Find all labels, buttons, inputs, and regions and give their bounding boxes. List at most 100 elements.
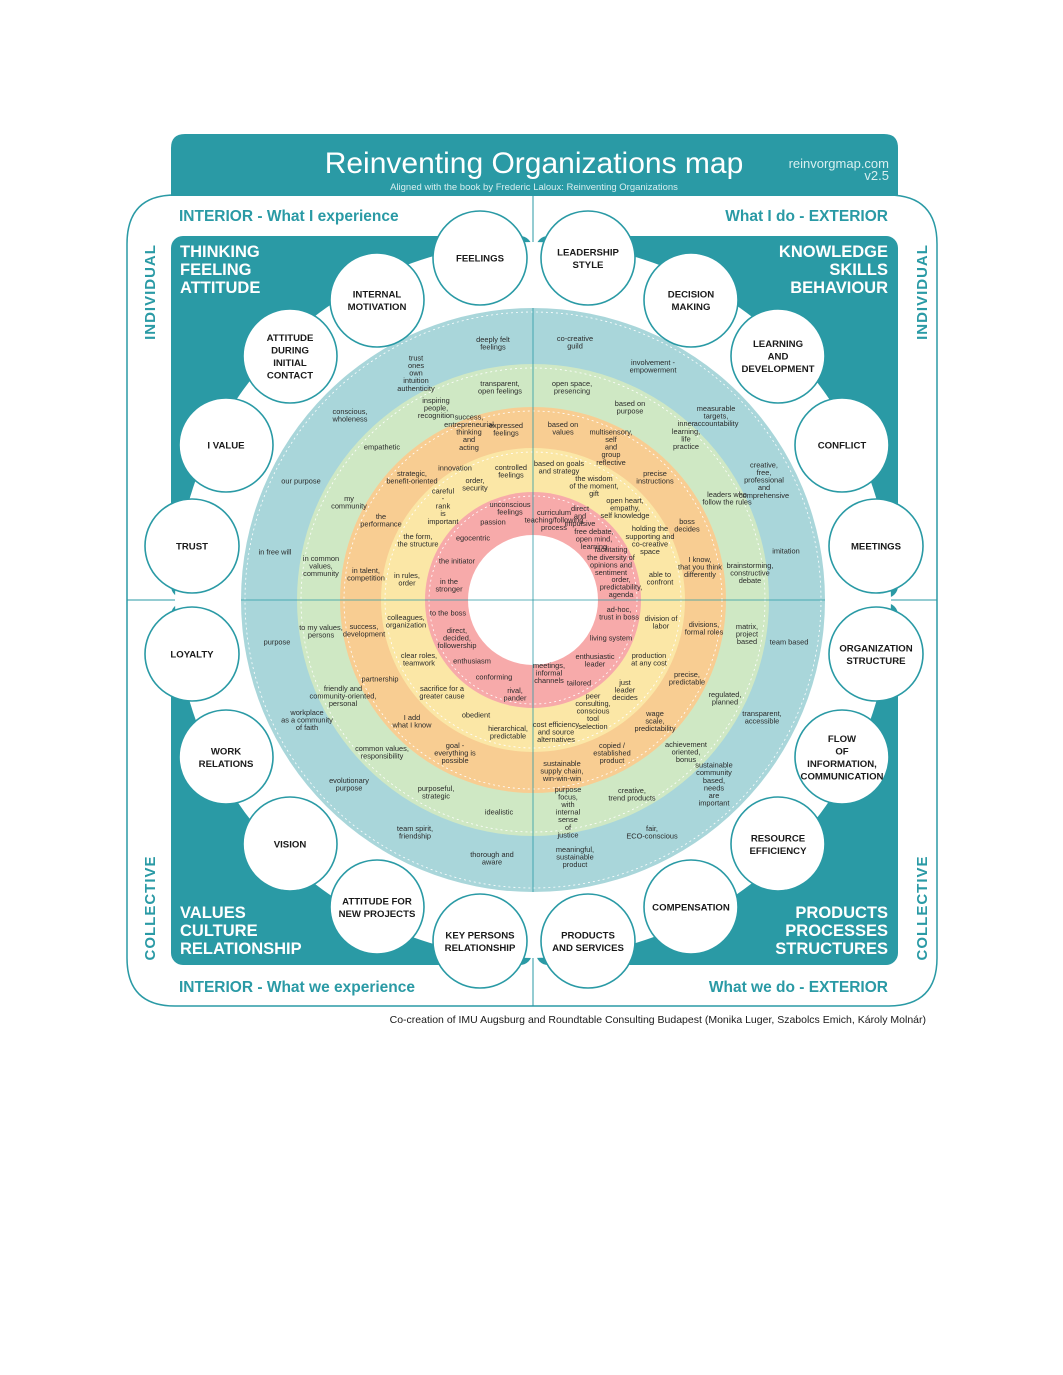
ring-label-line: of the moment, xyxy=(569,482,618,491)
ring-label-line: accountability xyxy=(694,419,739,428)
ring-label-line: copied / xyxy=(599,741,626,750)
category-circle-shape[interactable] xyxy=(794,709,890,805)
category-circle[interactable]: LOYALTY xyxy=(144,606,240,702)
ring-label-line: idealistic xyxy=(485,808,514,817)
category-circle[interactable]: MEETINGS xyxy=(828,498,924,594)
category-circle[interactable]: COMPENSATION xyxy=(643,859,739,955)
ring-label-line: the form, xyxy=(403,532,432,541)
ring-label: purposeful,strategic xyxy=(418,784,455,801)
category-circle-shape[interactable] xyxy=(178,397,274,493)
category-circle-shape[interactable] xyxy=(828,606,924,702)
category-circle-shape[interactable] xyxy=(329,252,425,348)
ring-label-line: justice xyxy=(557,830,579,839)
ring-label: ad-hoc,trust in boss xyxy=(599,605,639,622)
category-circle-shape[interactable] xyxy=(242,308,338,404)
category-circle-shape[interactable] xyxy=(242,796,338,892)
ring-label-line: community xyxy=(696,768,732,777)
ring-label-line: gift xyxy=(589,489,599,498)
ring-label-line: sustainable xyxy=(695,761,732,770)
category-circle-shape[interactable] xyxy=(643,859,739,955)
ring-label: the initiator xyxy=(439,557,476,566)
quadrant-label-line: ATTITUDE xyxy=(180,279,260,297)
category-label: ATTITUDE FOR xyxy=(342,896,412,907)
category-circle[interactable]: CONFLICT xyxy=(794,397,890,493)
ring-label-line: egocentric xyxy=(456,534,490,543)
category-circle-shape[interactable] xyxy=(730,796,826,892)
category-circle-shape[interactable] xyxy=(144,498,240,594)
category-label: FLOW xyxy=(828,734,857,745)
category-circle-shape[interactable] xyxy=(828,498,924,594)
ring-label-line: deeply felt xyxy=(476,335,510,344)
category-circle-shape[interactable] xyxy=(643,252,739,348)
ring-label-line: in the xyxy=(440,577,458,586)
ring-label: partnership xyxy=(362,675,399,684)
ring-label-line: confront xyxy=(647,577,674,586)
ring-label-line: tailored xyxy=(567,679,591,688)
ring-label: idealistic xyxy=(485,808,514,817)
category-circle-shape[interactable] xyxy=(432,210,528,306)
ring-label-line: in rules, xyxy=(394,571,420,580)
category-circle[interactable]: VISION xyxy=(242,796,338,892)
ring-label-line: careful xyxy=(432,486,455,495)
category-circle-shape[interactable] xyxy=(432,893,528,989)
ring-label-line: purpose xyxy=(336,783,363,792)
quadrant-label-line: BEHAVIOUR xyxy=(790,279,888,297)
ring-label-line: focus, xyxy=(558,792,578,801)
ring-label-line: benefit-oriented xyxy=(386,476,437,485)
ring-label-line: I add xyxy=(404,713,420,722)
ring-label: in talent,competition xyxy=(347,566,385,583)
ring-label-line: unconscious xyxy=(489,500,530,509)
category-label: KEY PERSONS xyxy=(445,930,515,941)
category-circle-shape[interactable] xyxy=(540,210,636,306)
ring-label-line: predictable xyxy=(669,677,705,686)
category-circle[interactable]: TRUST xyxy=(144,498,240,594)
ring-label-line: competition xyxy=(347,573,385,582)
ring-label-line: in common xyxy=(303,554,339,563)
category-circle-shape[interactable] xyxy=(144,606,240,702)
ring-label-line: intuition xyxy=(403,376,428,385)
site-link[interactable]: reinvorgmap.com xyxy=(789,156,889,171)
ring-label-line: facilitating xyxy=(595,545,628,554)
ring-label-line: guild xyxy=(567,341,583,350)
category-circle-shape[interactable] xyxy=(540,893,636,989)
category-circle[interactable]: FEELINGS xyxy=(432,210,528,306)
category-circle-shape[interactable] xyxy=(730,308,826,404)
ring-label-line: purpose xyxy=(555,785,582,794)
ring-label-line: security xyxy=(462,483,488,492)
ring-label-line: empowerment xyxy=(630,365,677,374)
category-label: RELATIONS xyxy=(199,759,254,770)
ring-label-line: project xyxy=(736,630,758,639)
ring-label-line: the structure xyxy=(397,539,438,548)
ring-label-line: to my values, xyxy=(299,623,343,632)
ring-label-line: creative, xyxy=(618,786,646,795)
ring-label-line: are xyxy=(709,791,720,800)
ring-label-line: responsibility xyxy=(361,751,404,760)
ring-label-line: instructions xyxy=(636,476,674,485)
category-circle[interactable]: I VALUE xyxy=(178,397,274,493)
category-circle-shape[interactable] xyxy=(329,859,425,955)
quadrant-label-line: VALUES xyxy=(180,904,246,922)
category-circle-shape[interactable] xyxy=(178,709,274,805)
ring-label-line: team spirit, xyxy=(397,824,433,833)
ring-label-line: success, xyxy=(455,412,484,421)
ring-label-line: peer xyxy=(586,691,601,700)
ring-label-line: sense xyxy=(558,815,578,824)
category-circle-shape[interactable] xyxy=(794,397,890,493)
ring-label-line: innovation xyxy=(438,464,472,473)
